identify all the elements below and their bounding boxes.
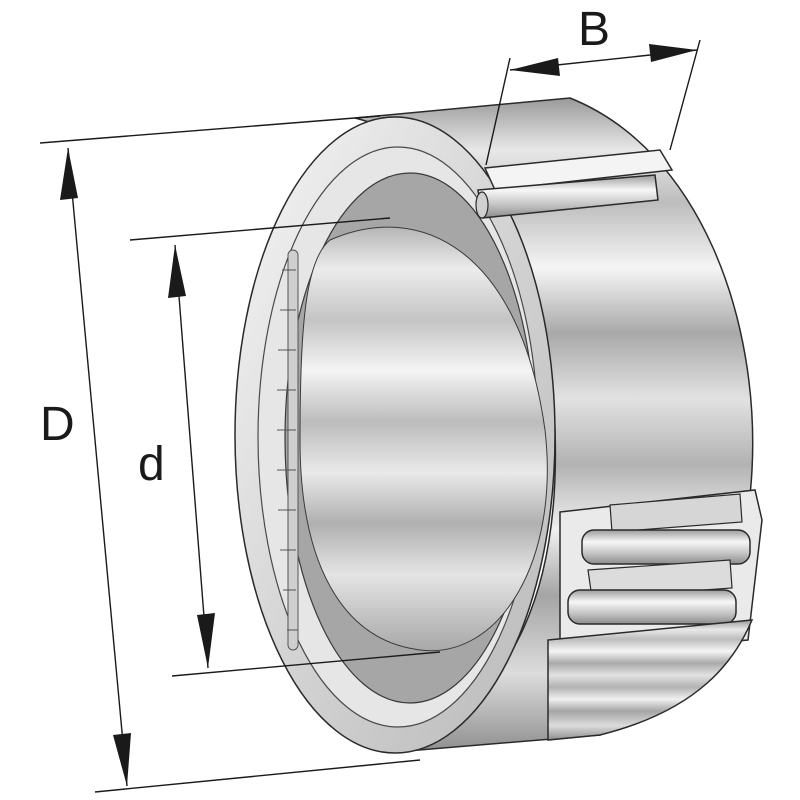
needle-roller bbox=[567, 589, 737, 625]
bore bbox=[277, 172, 548, 704]
label-B: B bbox=[578, 3, 610, 56]
bore-surface bbox=[299, 226, 548, 652]
top-cutaway bbox=[475, 149, 674, 219]
dimension-B bbox=[485, 39, 701, 166]
side-cutaway bbox=[547, 489, 763, 741]
label-D: D bbox=[40, 398, 75, 451]
needle-cage bbox=[277, 249, 299, 651]
dimension-D bbox=[39, 115, 421, 793]
needle-roller bbox=[581, 529, 751, 565]
label-d: d bbox=[138, 438, 165, 491]
dimension-d bbox=[129, 217, 441, 677]
